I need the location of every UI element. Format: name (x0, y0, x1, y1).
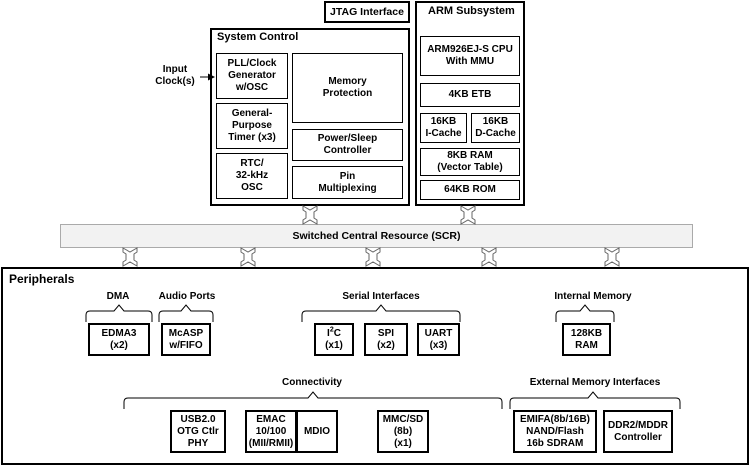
emac-box: EMAC 10/100 (MII/RMII) (245, 410, 297, 453)
arm-ram-label: 8KB RAM (Vector Table) (437, 150, 503, 173)
internal-memory-title: Internal Memory (554, 291, 632, 302)
edma-label: EDMA3 (x2) (101, 327, 137, 351)
power-sleep-box: Power/Sleep Controller (292, 129, 403, 161)
pin-mux-box: Pin Multiplexing (292, 166, 403, 199)
power-sleep-label: Power/Sleep Controller (317, 133, 378, 156)
scr-dma-arrow (122, 247, 138, 267)
arm-ram-box: 8KB RAM (Vector Table) (420, 148, 520, 176)
mmc-label: MMC/SD (8b) (x1) (382, 413, 424, 449)
uart-box: UART (x3) (417, 323, 460, 356)
pll-label: PLL/Clock Generator w/OSC (227, 58, 277, 93)
arm-cpu-label: ARM926EJ-S CPU With MMU (427, 44, 513, 67)
mdio-label: MDIO (303, 425, 331, 437)
mmc-box: MMC/SD (8b) (x1) (377, 410, 429, 453)
internal-memory-bracket (555, 304, 615, 322)
mcasp-box: McASP w/FIFO (161, 323, 211, 356)
arm-scr-arrow (460, 205, 476, 225)
emac-label: EMAC 10/100 (MII/RMII) (248, 413, 294, 449)
pin-mux-label: Pin Multiplexing (318, 170, 377, 194)
icache-label: 16KB I-Cache (425, 116, 462, 139)
rtc-label: RTC/ 32-kHz OSC (235, 158, 269, 193)
input-clock-label: Input Clock(s) (155, 64, 195, 87)
internal-ram-label: 128KB RAM (570, 327, 603, 351)
scr-audio-arrow (240, 247, 256, 267)
audio-bracket (158, 304, 214, 322)
scr-bar: Switched Central Resource (SCR) (60, 224, 693, 248)
i2c-label: I2C(x1) (325, 326, 343, 351)
dma-bracket (85, 304, 153, 322)
ddr2-label: DDR2/MDDR Controller (608, 419, 668, 443)
external-memory-title: External Memory Interfaces (529, 377, 661, 388)
icache-box: 16KB I-Cache (420, 113, 467, 143)
arm-cpu-box: ARM926EJ-S CPU With MMU (420, 36, 520, 76)
ddr2-box: DDR2/MDDR Controller (603, 410, 673, 453)
audio-ports-title: Audio Ports (158, 291, 216, 302)
jtag-interface-label: JTAG Interface (330, 6, 404, 18)
scr-connectivity-arrow (481, 247, 497, 267)
etb-label: 4KB ETB (448, 89, 492, 100)
uart-label: UART (x3) (424, 327, 453, 351)
emifa-box: EMIFA(8b/16B) NAND/Flash 16b SDRAM (513, 410, 597, 453)
scr-serial-arrow (365, 247, 381, 267)
internal-ram-box: 128KB RAM (562, 323, 611, 356)
spi-box: SPI (x2) (364, 323, 408, 356)
arm-rom-label: 64KB ROM (444, 184, 496, 195)
i2c-box: I2C(x1) (314, 323, 354, 356)
scr-memory-arrow (604, 247, 620, 267)
usb-label: USB2.0 OTG Ctlr PHY (177, 413, 219, 449)
dma-title: DMA (106, 291, 130, 302)
dcache-label: 16KB D-Cache (475, 116, 516, 139)
jtag-interface-box: JTAG Interface (324, 1, 410, 23)
connectivity-title: Connectivity (281, 377, 342, 388)
peripherals-title: Peripherals (9, 272, 75, 286)
spi-label: SPI (x2) (377, 327, 395, 351)
memory-protection-label: Memory Protection (322, 76, 373, 99)
serial-interfaces-title: Serial Interfaces (342, 291, 420, 302)
edma-box: EDMA3 (x2) (88, 323, 150, 356)
memory-protection-box: Memory Protection (292, 53, 403, 123)
rtc-box: RTC/ 32-kHz OSC (216, 153, 288, 199)
usb-box: USB2.0 OTG Ctlr PHY (170, 410, 226, 453)
connectivity-bracket (123, 391, 503, 409)
serial-bracket (301, 304, 461, 322)
arm-subsystem-title: ARM Subsystem (428, 5, 515, 17)
system-control-title: System Control (217, 31, 299, 43)
dcache-box: 16KB D-Cache (471, 113, 520, 143)
timer-label: General- Purpose Timer (x3) (228, 108, 276, 143)
etb-box: 4KB ETB (420, 83, 520, 107)
mcasp-label: McASP w/FIFO (168, 327, 204, 351)
timer-box: General- Purpose Timer (x3) (216, 103, 288, 149)
pll-box: PLL/Clock Generator w/OSC (216, 53, 288, 99)
arm-rom-box: 64KB ROM (420, 180, 520, 200)
scr-label: Switched Central Resource (SCR) (292, 230, 461, 242)
mdio-box: MDIO (296, 410, 338, 453)
external-memory-bracket (509, 391, 681, 409)
emifa-label: EMIFA(8b/16B) NAND/Flash 16b SDRAM (519, 413, 590, 449)
sysctrl-scr-arrow (302, 205, 318, 225)
